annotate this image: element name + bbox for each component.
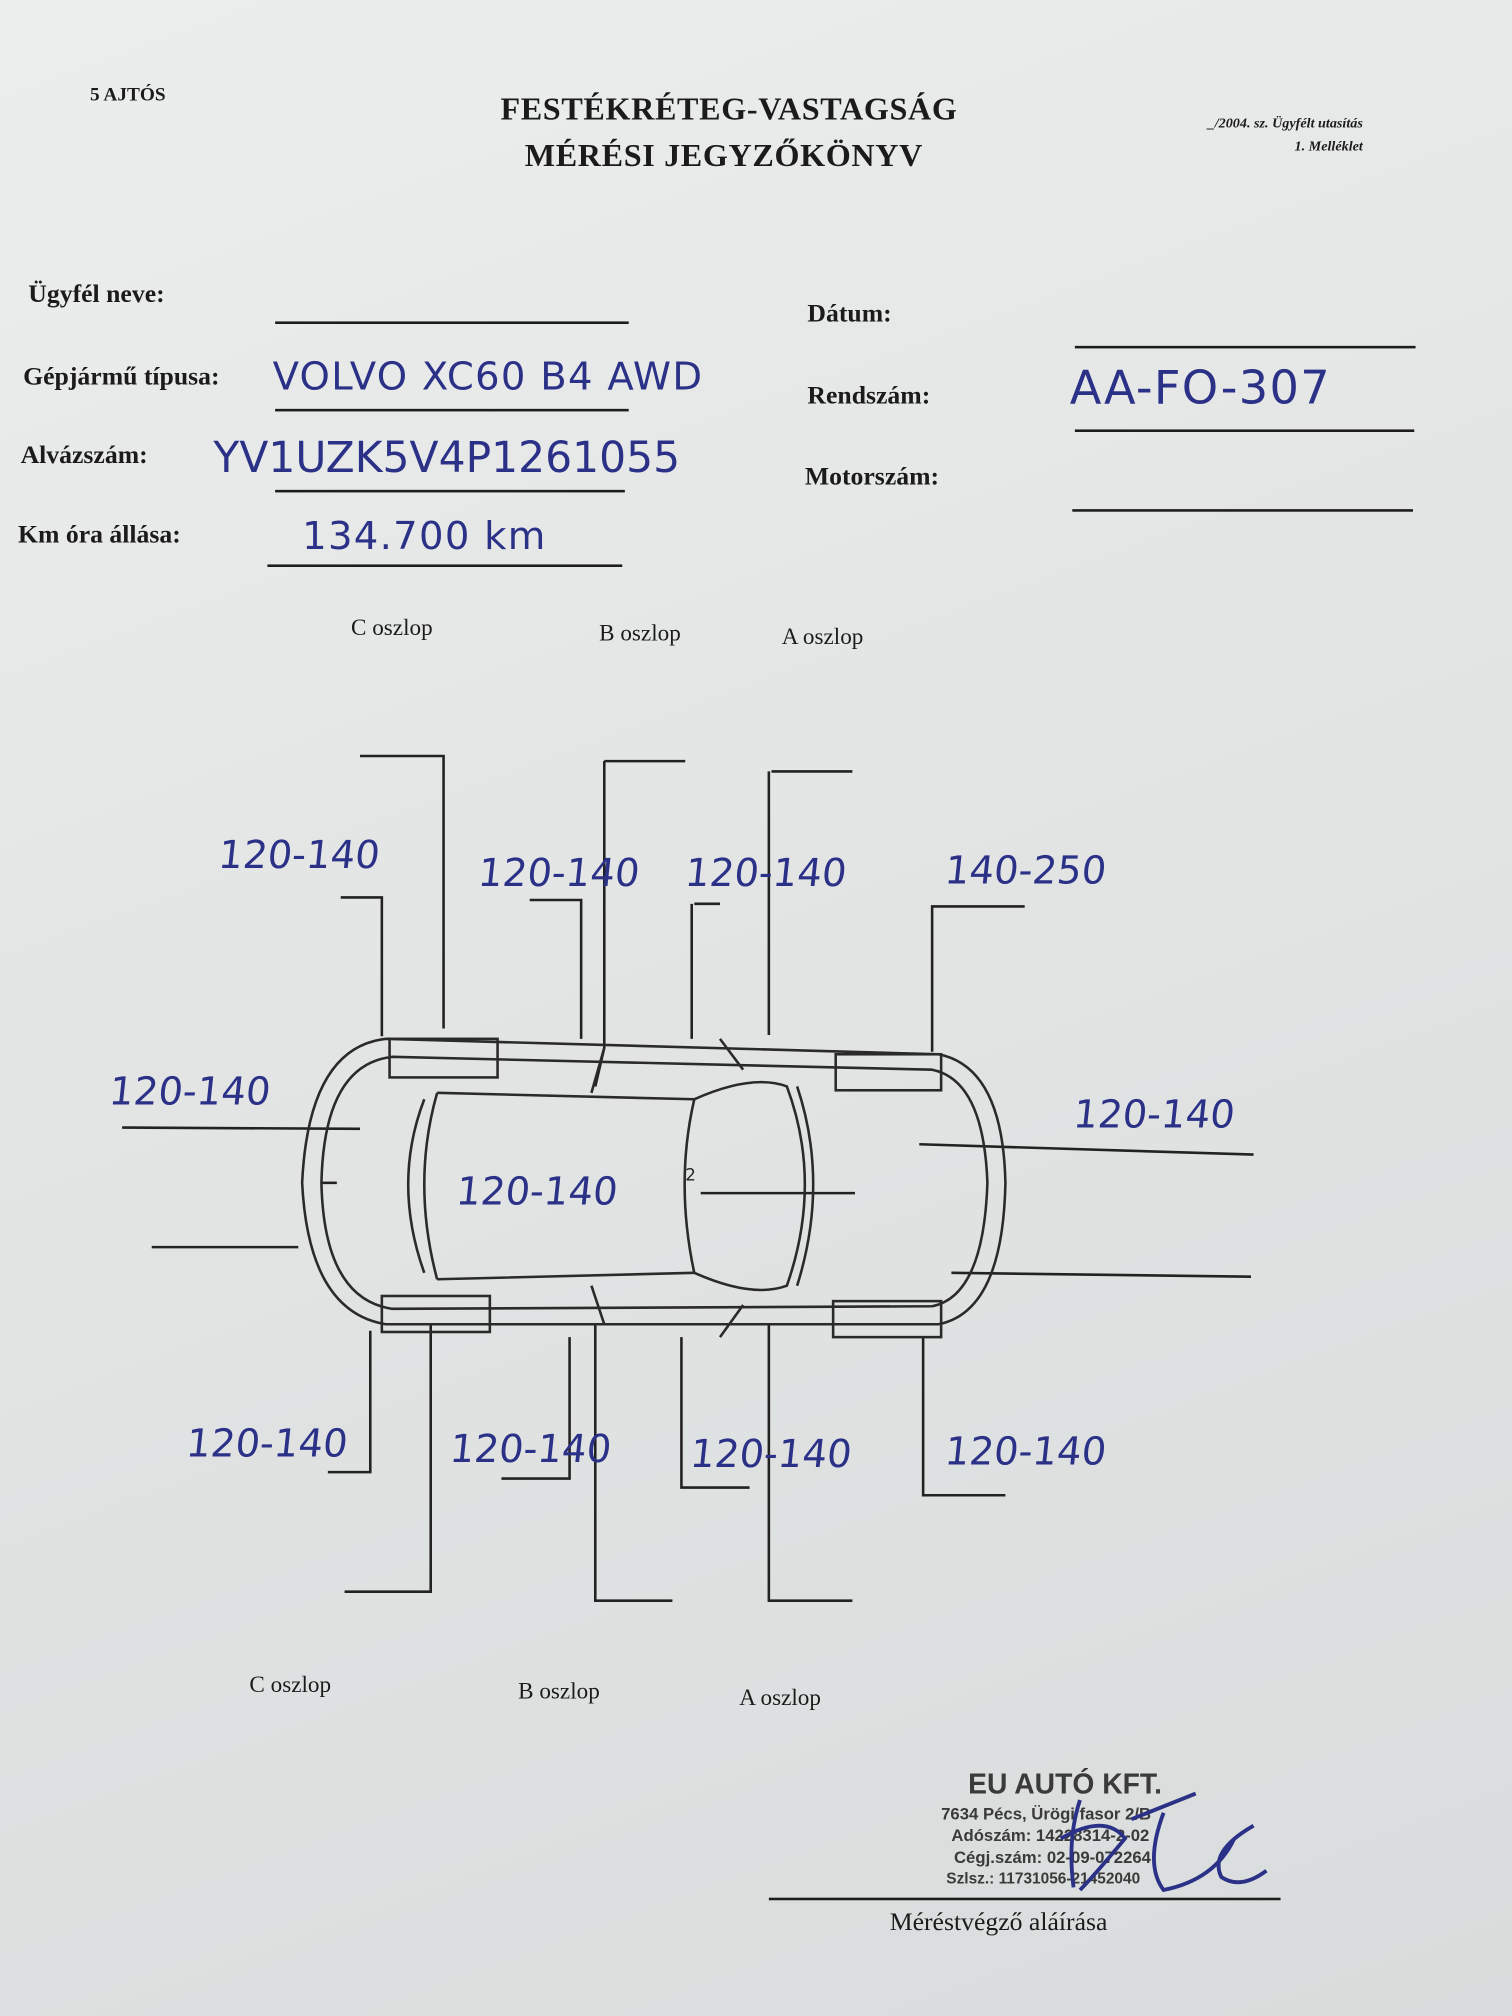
odometer-line <box>267 564 623 567</box>
leader-lines <box>122 754 1254 1602</box>
top-b-pillar-label: B oszlop <box>599 619 681 646</box>
bottom-c-pillar-label: C oszlop <box>249 1671 332 1698</box>
chassis-number-value: YV1UZK5V4P1261055 <box>213 431 681 483</box>
chassis-number-label: Alvázszám: <box>20 440 148 470</box>
stamp-other: Szlsz.: 11731056-21452040 <box>946 1869 1141 1888</box>
vehicle-type-line <box>275 408 629 412</box>
car-outline <box>300 1037 1007 1339</box>
chassis-number-line <box>275 489 625 493</box>
plate-number-value: AA-FO-307 <box>1069 362 1331 416</box>
stamp-company: EU AUTÓ KFT. <box>968 1767 1162 1800</box>
stamp-address: 7634 Pécs, Ürögi fasor 2/B <box>941 1803 1152 1824</box>
stamp-tax-number: Adószám: 14228314-2-02 <box>951 1825 1150 1845</box>
stamp-company-reg: Cégj.szám: 02-09-072264 <box>953 1847 1151 1867</box>
date-line <box>1074 345 1416 349</box>
engine-number-label: Motorszám: <box>804 462 940 492</box>
doors-label: 5 AJTÓS <box>89 84 166 106</box>
title-line-1: FESTÉKRÉTEG-VASTAGSÁG <box>500 92 958 128</box>
client-name-label: Ügyfél neve: <box>28 280 165 309</box>
client-name-line <box>275 321 629 324</box>
odometer-value: 134.700 km <box>302 514 547 560</box>
regulation-note-2: 1. Melléklet <box>1294 138 1363 155</box>
bottom-a-pillar-label: A oszlop <box>739 1684 821 1710</box>
plate-number-label: Rendszám: <box>807 381 931 411</box>
top-c-pillar-label: C oszlop <box>350 614 433 641</box>
top-a-pillar-label: A oszlop <box>781 623 864 650</box>
title-line-2: MÉRÉSI JEGYZŐKÖNYV <box>524 138 923 174</box>
regulation-note-1: _/2004. sz. Ügyfélt utasítás <box>1207 115 1363 132</box>
signature-line <box>768 1897 1281 1901</box>
plate-number-line <box>1074 429 1415 432</box>
engine-number-line <box>1072 509 1413 512</box>
vehicle-type-value: VOLVO XC60 B4 AWD <box>272 354 704 400</box>
bottom-b-pillar-label: B oszlop <box>518 1677 600 1704</box>
diagram-marker: 2 <box>685 1164 696 1184</box>
signature-label: Méréstvégző aláírása <box>889 1907 1108 1937</box>
date-label: Dátum: <box>807 299 892 328</box>
vehicle-type-label: Gépjármű típusa: <box>23 362 220 391</box>
odometer-label: Km óra állása: <box>17 520 181 549</box>
